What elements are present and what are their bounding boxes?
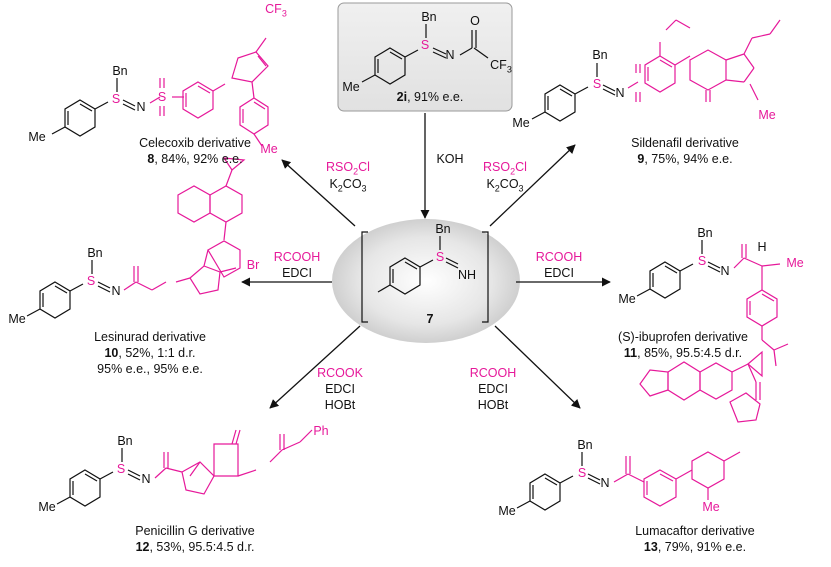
molecule-9-pink	[627, 19, 781, 102]
molecule-9	[531, 63, 616, 122]
p8-caption: 8, 84%, 92% e.e.	[147, 152, 243, 166]
p13-s: S	[577, 466, 587, 480]
molecule-11	[636, 240, 721, 299]
p11-me: Me	[618, 292, 636, 306]
molecule-12-pink	[154, 429, 313, 495]
reagent-koh: KOH	[436, 152, 464, 166]
molecule-11-pink	[733, 244, 789, 367]
sm-s: S	[420, 38, 430, 52]
reagent-bl-2: EDCI	[325, 382, 355, 396]
molecule-12	[56, 448, 141, 507]
p10-s: S	[86, 274, 96, 288]
p13-me: Me	[498, 504, 516, 518]
p9-me2: Me	[758, 108, 776, 122]
p8-me2: Me	[260, 142, 278, 156]
reagent-ml-2: EDCI	[282, 266, 312, 280]
p12-caption: 12, 53%, 95.5:4.5 d.r.	[135, 540, 255, 554]
reagent-br-1: RCOOH	[469, 366, 517, 380]
sm-bn: Bn	[421, 10, 437, 24]
molecule-7	[361, 231, 489, 323]
c7-bn: Bn	[435, 222, 451, 236]
molecule-13-pink	[613, 350, 763, 507]
p11-s: S	[697, 254, 707, 268]
p11-caption: 11, 85%, 95.5:4.5 d.r.	[623, 346, 743, 360]
arrow-to-13	[494, 325, 581, 409]
p12-me: Me	[38, 500, 56, 514]
reagent-tr-1: RSO2Cl	[483, 160, 527, 177]
c7-nh: NH	[457, 268, 477, 282]
starting-material-box	[337, 2, 513, 112]
p8-name: Celecoxib derivative	[139, 136, 251, 150]
arrow-to-8	[281, 159, 356, 227]
sm-o: O	[470, 14, 480, 28]
p8-me: Me	[28, 130, 46, 144]
reagent-mr-2: EDCI	[544, 266, 574, 280]
sm-cf3: CF3	[490, 58, 512, 75]
p12-s: S	[116, 462, 126, 476]
p13-name: Lumacaftor derivative	[635, 524, 755, 538]
p11-me2: Me	[786, 256, 804, 270]
molecule-10-pink	[123, 157, 246, 295]
molecule-8	[51, 78, 136, 137]
p10-n: N	[111, 284, 121, 298]
reagent-tl-1: RSO2Cl	[326, 160, 370, 177]
reagent-tl-2: K2CO3	[329, 177, 367, 194]
p13-n: N	[600, 476, 610, 490]
p9-bn: Bn	[592, 48, 608, 62]
p11-n: N	[720, 264, 730, 278]
reagent-tr-2: K2CO3	[486, 177, 524, 194]
molecule-8-pink	[149, 37, 269, 147]
p12-n: N	[141, 472, 151, 486]
p8-bn: Bn	[112, 64, 128, 78]
p10-bn: Bn	[87, 246, 103, 260]
p13-me2: Me	[702, 500, 720, 514]
p12-name: Penicillin G derivative	[135, 524, 255, 538]
p10-br: Br	[246, 258, 260, 272]
p10-caption2: 95% e.e., 95% e.e.	[97, 362, 203, 376]
sm-caption: 2i, 91% e.e.	[396, 90, 464, 104]
p12-ph: Ph	[313, 424, 329, 438]
molecule-13	[516, 452, 601, 511]
p11-name: (S)-ibuprofen derivative	[618, 330, 748, 344]
p8-n: N	[136, 100, 146, 114]
p13-caption: 13, 79%, 91% e.e.	[643, 540, 747, 554]
p9-caption: 9, 75%, 94% e.e.	[637, 152, 733, 166]
arrow-to-12	[269, 325, 361, 409]
p8-cf3: CF3	[265, 2, 287, 19]
p10-me: Me	[8, 312, 26, 326]
reagent-mr-1: RCOOH	[535, 250, 583, 264]
p9-me: Me	[512, 116, 530, 130]
sm-n: N	[445, 48, 455, 62]
p10-caption: 10, 52%, 1:1 d.r.	[104, 346, 196, 360]
sm-me: Me	[342, 80, 360, 94]
reagent-br-2: EDCI	[478, 382, 508, 396]
p8-s: S	[111, 92, 121, 106]
p11-h: H	[757, 240, 767, 254]
p10-name: Lesinurad derivative	[94, 330, 206, 344]
p9-n: N	[615, 86, 625, 100]
c7-num: 7	[426, 312, 434, 326]
reagent-ml-1: RCOOH	[273, 250, 321, 264]
molecule-2i	[361, 24, 489, 85]
reagent-bl-1: RCOOK	[317, 366, 363, 380]
reagent-br-3: HOBt	[477, 398, 509, 412]
molecule-10	[26, 260, 111, 319]
p8-s2: S	[157, 90, 167, 104]
p9-s: S	[592, 77, 602, 91]
arrow-to-9	[489, 144, 576, 227]
p11-bn: Bn	[697, 226, 713, 240]
p9-name: Sildenafil derivative	[631, 136, 739, 150]
p12-bn: Bn	[117, 434, 133, 448]
center-ellipse	[332, 219, 520, 343]
c7-s: S	[435, 250, 445, 264]
p13-bn: Bn	[577, 438, 593, 452]
reagent-bl-3: HOBt	[324, 398, 356, 412]
